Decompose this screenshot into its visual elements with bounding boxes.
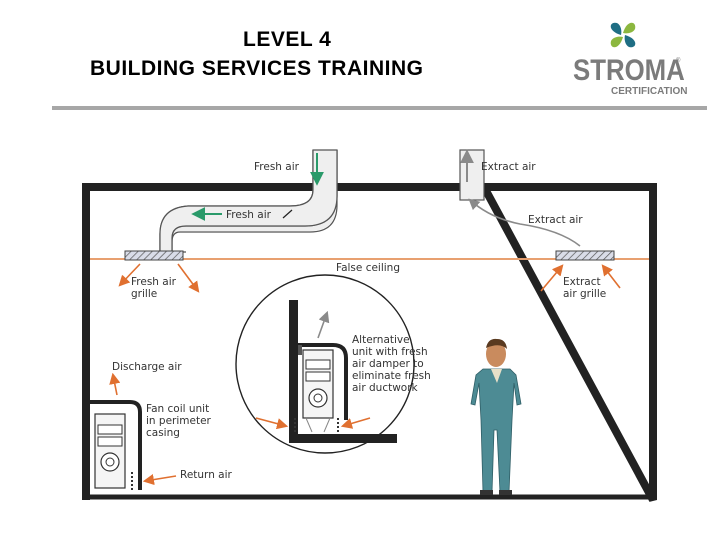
extract-grille-arrow-left: [540, 264, 564, 292]
header-divider: [52, 106, 707, 110]
extract-air-duct: [459, 149, 485, 201]
alternative-unit-detail: [235, 274, 415, 454]
label-alt-unit-4: eliminate fresh: [352, 370, 431, 382]
logo-wordmark: STROMA: [573, 54, 685, 87]
page-title-line-2: BUILDING SERVICES TRAINING: [90, 57, 424, 80]
label-extract-air-grille-2: air grille: [563, 288, 606, 300]
label-return-air: Return air: [180, 469, 233, 481]
label-fresh-air-in: Fresh air: [254, 161, 300, 173]
label-extract-air-grille-1: Extract: [563, 276, 601, 288]
stroma-pinwheel-icon: [610, 22, 636, 48]
label-alt-unit-5: air ductwork: [352, 382, 419, 394]
label-fresh-air-grille-2: grille: [131, 288, 157, 300]
logo-subtitle: CERTIFICATION: [611, 86, 688, 97]
duct-crossmark: [282, 209, 293, 219]
label-alt-unit-3: air damper to: [352, 358, 424, 370]
fresh-grille-arrow-left: [118, 263, 141, 287]
extract-air-grille: [555, 250, 615, 261]
label-fan-coil-1: Fan coil unit: [146, 403, 209, 415]
extract-grille-arrow-right: [601, 264, 621, 289]
page-title-line-1: LEVEL 4: [243, 28, 332, 51]
fresh-grille-arrow-right: [177, 263, 200, 293]
discharge-air-arrow: [109, 372, 121, 396]
person-figure: [470, 338, 522, 495]
label-fresh-air-duct: Fresh air: [226, 209, 272, 221]
label-alt-unit-1: Alternative: [352, 334, 410, 346]
building-wall: [82, 183, 657, 502]
return-air-arrow: [142, 474, 177, 486]
label-alt-unit-2: unit with fresh: [352, 346, 428, 358]
logo-trademark: ®: [676, 58, 681, 64]
extract-air-room-arrow: [468, 198, 581, 247]
label-fan-coil-2: in perimeter: [146, 415, 212, 427]
label-fan-coil-3: casing: [146, 427, 180, 439]
label-false-ceiling: False ceiling: [336, 262, 400, 274]
fan-coil-unit: [90, 400, 142, 490]
label-fresh-air-grille-1: Fresh air: [131, 276, 177, 288]
fresh-air-grille: [124, 250, 184, 261]
label-extract-air-room: Extract air: [528, 214, 583, 226]
label-extract-air-out: Extract air: [481, 161, 536, 173]
label-discharge-air: Discharge air: [112, 361, 182, 373]
